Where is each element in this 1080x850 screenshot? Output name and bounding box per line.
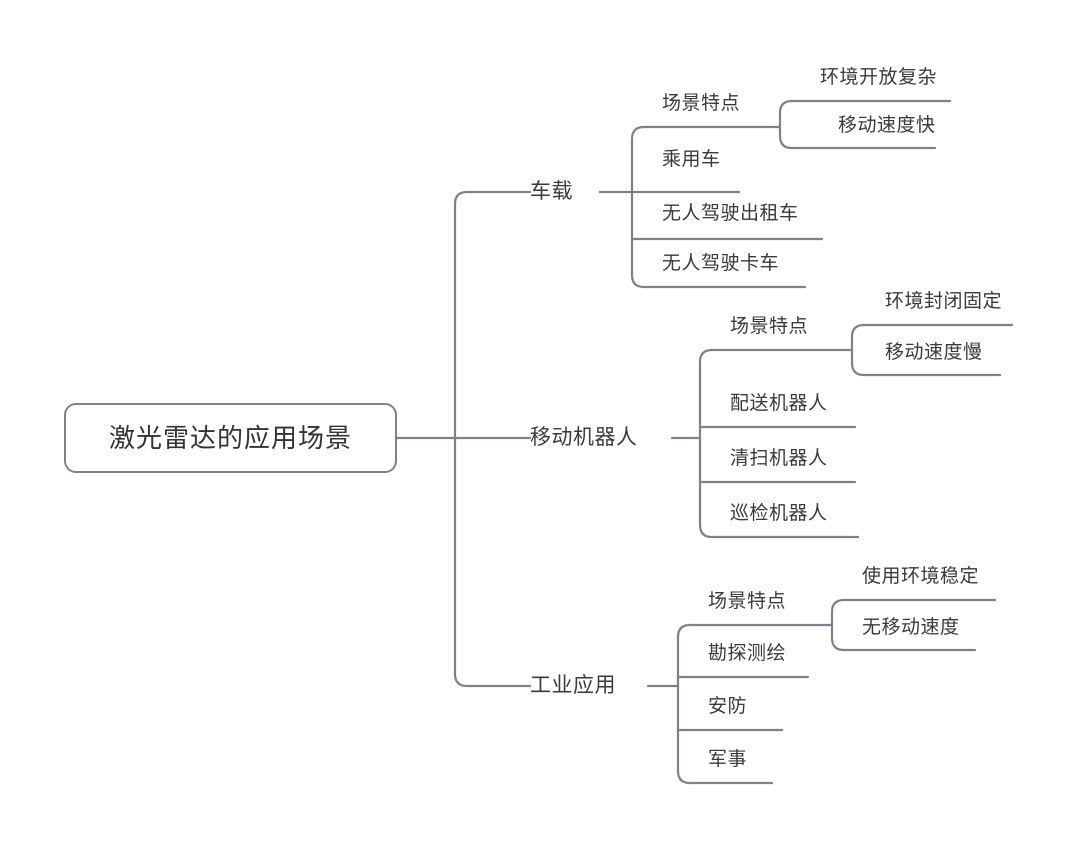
connector-branch2-leaf-spine-top	[850, 323, 1014, 352]
branch-node-vehicle[interactable]: 车载	[530, 180, 573, 203]
connector-branch2-spine-bottom	[698, 436, 860, 539]
connector-branch1-spine-top	[630, 125, 782, 194]
branch2-child-cleaning-robot[interactable]: 清扫机器人	[730, 448, 828, 469]
branch-node-industrial-application[interactable]: 工业应用	[530, 674, 616, 697]
root-node[interactable]: 激光雷达的应用场景	[64, 403, 397, 473]
connector-branch3-spine-bottom	[676, 684, 774, 785]
branch2-leaf-closed-fixed-environment[interactable]: 环境封闭固定	[885, 291, 1003, 312]
branch-node-mobile-robot[interactable]: 移动机器人	[530, 426, 638, 449]
branch2-child-scene-features[interactable]: 场景特点	[730, 316, 809, 337]
connector-branch3-leaf-spine-top	[830, 598, 997, 627]
branch3-leaf-stable-operating-environment[interactable]: 使用环境稳定	[862, 566, 980, 587]
branch3-child-exploration-mapping[interactable]: 勘探测绘	[708, 643, 787, 664]
root-node-label: 激光雷达的应用场景	[108, 423, 352, 453]
branch2-child-inspection-robot[interactable]: 巡检机器人	[730, 503, 828, 524]
branch1-child-robotaxi[interactable]: 无人驾驶出租车	[662, 203, 799, 224]
branch3-child-scene-features[interactable]: 场景特点	[708, 591, 787, 612]
branch1-child-passenger-car[interactable]: 乘用车	[662, 149, 721, 170]
connector-trunk-upper	[453, 190, 532, 440]
branch1-leaf-fast-movement-speed[interactable]: 移动速度快	[838, 115, 936, 136]
connector-branch2-leaf-spine-bottom	[850, 348, 1002, 377]
connector-branch3-leaf-spine-bottom	[830, 623, 977, 652]
branch2-leaf-slow-movement-speed[interactable]: 移动速度慢	[885, 342, 983, 363]
branch1-child-autonomous-truck[interactable]: 无人驾驶卡车	[662, 253, 780, 274]
connector-branch2-spine-top	[698, 348, 854, 440]
branch3-child-military[interactable]: 军事	[708, 749, 748, 770]
branch1-child-scene-features[interactable]: 场景特点	[662, 93, 741, 114]
connector-branch3-spine-top	[676, 623, 834, 688]
connector-branch1-leaf-spine-top	[778, 99, 952, 129]
connector-branch1-leaf-spine-bottom	[778, 125, 937, 150]
branch3-leaf-no-movement-speed[interactable]: 无移动速度	[862, 617, 960, 638]
branch2-child-delivery-robot[interactable]: 配送机器人	[730, 393, 828, 414]
connector-trunk-lower	[453, 436, 532, 688]
branch1-leaf-open-complex-environment[interactable]: 环境开放复杂	[820, 67, 938, 88]
branch3-child-security[interactable]: 安防	[708, 696, 748, 717]
connector-branch1-spine-bottom	[630, 190, 807, 289]
